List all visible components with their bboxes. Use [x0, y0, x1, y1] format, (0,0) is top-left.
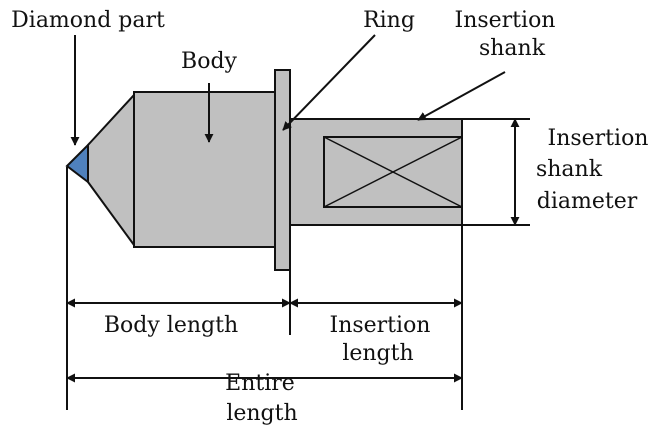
- label-shank-diameter-line2: shank: [536, 157, 603, 182]
- shank-flat-cross-2: [323, 136, 463, 208]
- label-entire-length-line1: Entire: [225, 371, 295, 396]
- label-insertion-shank-line1: Insertion: [455, 8, 556, 33]
- insertion-shank-shape: [289, 118, 463, 226]
- label-shank-diameter-line1: Insertion: [548, 126, 649, 151]
- body-shape: [133, 91, 277, 248]
- ring-shape: [274, 69, 291, 271]
- diamond-part-shape: [65, 142, 89, 185]
- label-insertion-length-line1: Insertion: [330, 313, 431, 338]
- label-shank-diameter-line3: diameter: [537, 189, 638, 214]
- label-body: Body: [181, 49, 237, 74]
- leader-shank: [417, 71, 506, 121]
- label-body-length: Body length: [104, 313, 238, 338]
- tip-cone: [87, 92, 135, 249]
- label-insertion-shank-line2: shank: [479, 36, 546, 61]
- label-insertion-length-line2: length: [342, 341, 413, 366]
- leader-ring: [282, 34, 376, 131]
- label-ring: Ring: [363, 8, 415, 33]
- shank-flat-rect: [323, 136, 463, 208]
- label-diamond-part: Diamond part: [11, 8, 165, 33]
- label-entire-length-line2: length: [226, 401, 297, 426]
